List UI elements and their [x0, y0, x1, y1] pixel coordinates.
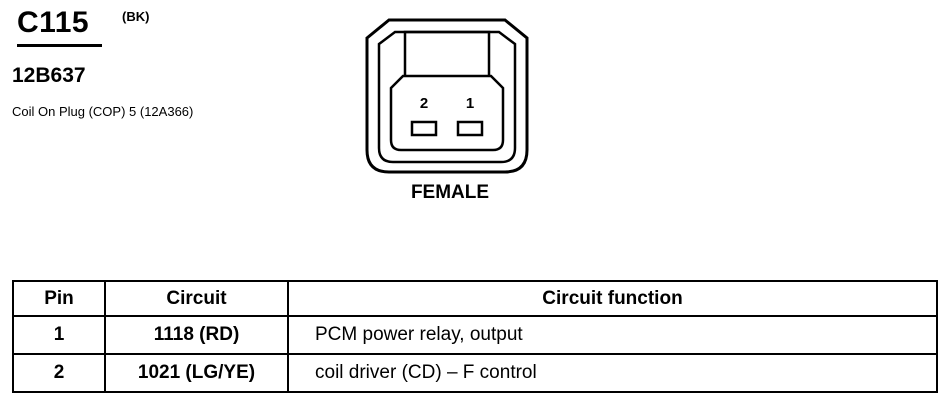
connector-color-code: (BK) — [122, 9, 150, 24]
table-row: 1 1118 (RD) PCM power relay, output — [12, 315, 938, 355]
header-pin: Pin — [12, 280, 106, 317]
terminal-cavity-frame — [389, 74, 505, 152]
pinout-table: Pin Circuit Circuit function 1 1118 (RD)… — [12, 280, 938, 393]
cell-pin: 2 — [12, 353, 106, 393]
cell-circuit: 1118 (RD) — [104, 315, 289, 355]
cell-circuit-function: coil driver (CD) – F control — [287, 353, 938, 393]
connector-id: C115 — [17, 6, 90, 39]
cell-circuit: 1021 (LG/YE) — [104, 353, 289, 393]
cell-circuit-function: PCM power relay, output — [287, 315, 938, 355]
part-number: 12B637 — [12, 64, 86, 87]
connector-id-underline — [17, 44, 102, 47]
connector-locking-tab — [403, 30, 491, 84]
terminal-1 — [456, 120, 484, 137]
table-header-row: Pin Circuit Circuit function — [12, 280, 938, 317]
connector-gender-label: FEMALE — [410, 182, 490, 203]
connector-housing-inner — [377, 30, 517, 164]
pin-label-2: 2 — [420, 95, 428, 112]
table-row: 2 1021 (LG/YE) coil driver (CD) – F cont… — [12, 353, 938, 393]
cell-pin: 1 — [12, 315, 106, 355]
connector-face-diagram: 2 1 — [365, 18, 529, 174]
header-circuit: Circuit — [104, 280, 289, 317]
connector-description: Coil On Plug (COP) 5 (12A366) — [12, 104, 194, 119]
connector-housing-outer — [365, 18, 529, 174]
pin-label-1: 1 — [466, 95, 474, 112]
header-circuit-function: Circuit function — [287, 280, 938, 317]
terminal-2 — [410, 120, 438, 137]
